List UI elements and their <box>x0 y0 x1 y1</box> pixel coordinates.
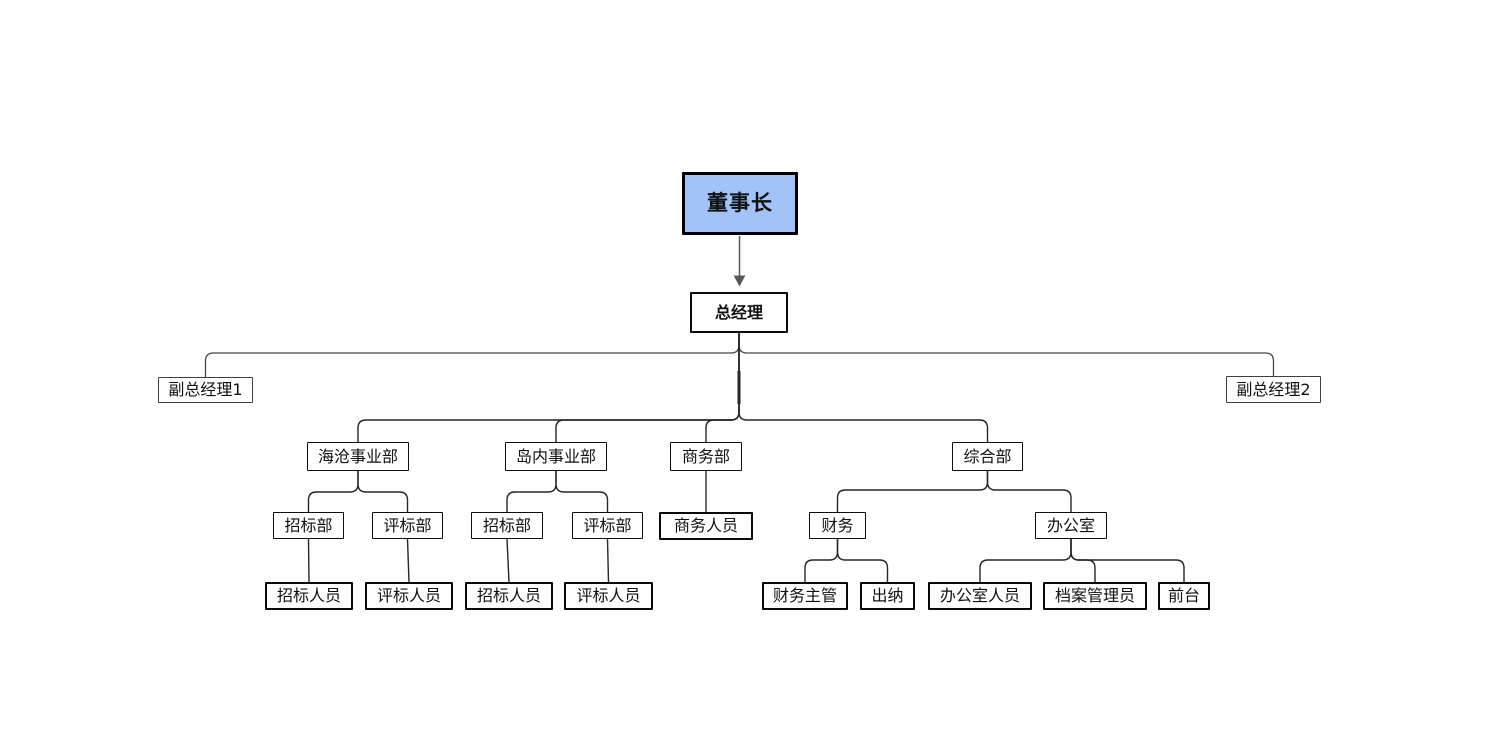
edge-gm-deputy-gm-1 <box>204 333 740 377</box>
node-finance[interactable]: 财务 <box>809 512 866 539</box>
node-island-bidding-staff[interactable]: 招标人员 <box>465 582 553 610</box>
node-island-division[interactable]: 岛内事业部 <box>505 442 607 471</box>
edge-finance-cashier <box>836 539 889 582</box>
edge-gm-island-division <box>555 333 740 442</box>
edge-island-evaluation-dept <box>555 471 609 512</box>
edge-gm-haicang-division <box>357 333 740 442</box>
node-deputy-gm-1[interactable]: 副总经理1 <box>158 377 253 403</box>
edge-office-office-staff <box>979 539 1072 582</box>
edge-haicang-evaluation-dept <box>357 471 409 512</box>
edge-haicang-evaluation-staff <box>406 538 410 583</box>
edge-general-affairs-office <box>986 471 1072 512</box>
node-finance-manager[interactable]: 财务主管 <box>762 582 848 610</box>
node-haicang-bidding-staff[interactable]: 招标人员 <box>265 582 353 610</box>
node-general-affairs-dept[interactable]: 综合部 <box>952 442 1023 471</box>
edge-island-bidding-staff <box>506 538 510 583</box>
node-business-staff[interactable]: 商务人员 <box>659 512 753 540</box>
node-cashier[interactable]: 出纳 <box>860 582 915 610</box>
node-business-dept[interactable]: 商务部 <box>670 442 742 471</box>
edge-haicang-bidding-staff <box>307 538 310 583</box>
node-archives-manager[interactable]: 档案管理员 <box>1043 582 1147 610</box>
node-front-desk[interactable]: 前台 <box>1158 582 1210 610</box>
edge-office-front-desk <box>1070 539 1185 582</box>
edge-gm-general-affairs-dept <box>738 333 989 442</box>
node-deputy-gm-2[interactable]: 副总经理2 <box>1226 376 1321 403</box>
node-haicang-evaluation-staff[interactable]: 评标人员 <box>365 582 453 610</box>
node-office[interactable]: 办公室 <box>1035 512 1107 539</box>
edge-finance-finance-manager <box>804 539 839 582</box>
edge-gm-business-dept <box>705 333 740 442</box>
node-haicang-bidding-dept[interactable]: 招标部 <box>273 512 344 539</box>
node-chairman[interactable]: 董事长 <box>682 172 798 235</box>
edge-general-affairs-finance <box>836 471 989 512</box>
node-office-staff[interactable]: 办公室人员 <box>928 582 1032 610</box>
node-island-bidding-dept[interactable]: 招标部 <box>471 512 543 539</box>
edge-gm-deputy-gm-2 <box>738 333 1275 376</box>
node-island-evaluation-dept[interactable]: 评标部 <box>572 512 643 539</box>
node-general-manager[interactable]: 总经理 <box>690 292 788 333</box>
edge-island-evaluation-staff <box>606 538 610 583</box>
node-island-evaluation-staff[interactable]: 评标人员 <box>564 582 653 610</box>
node-haicang-division[interactable]: 海沧事业部 <box>307 442 409 471</box>
node-haicang-evaluation-dept[interactable]: 评标部 <box>372 512 443 539</box>
edge-island-bidding-dept <box>506 471 557 512</box>
edge-haicang-bidding-dept <box>307 471 359 512</box>
